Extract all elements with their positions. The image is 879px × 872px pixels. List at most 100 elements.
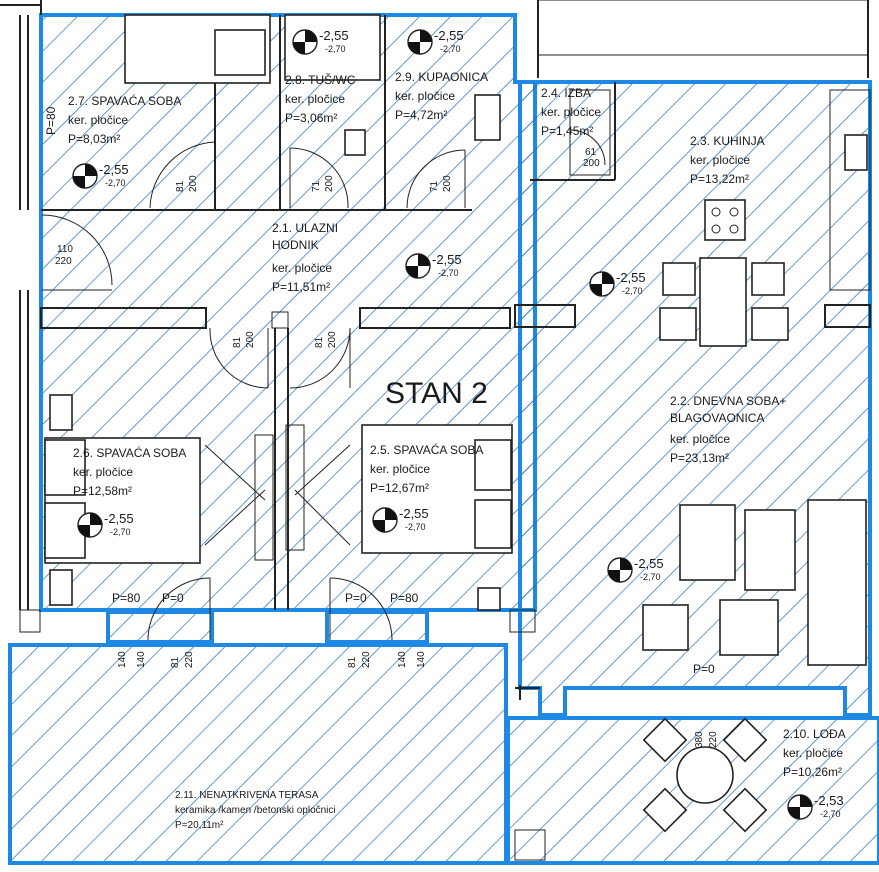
room-2-2-name: 2.2. DNEVNA SOBA+ BLAGOVAONICA bbox=[670, 394, 790, 425]
loggia-table bbox=[676, 746, 734, 804]
room-2-6-name: 2.6. SPAVAĆA SOBA bbox=[73, 445, 186, 460]
elevation-value: -2,53 bbox=[814, 793, 844, 808]
room-2-2-name-line2: BLAGOVAONICA bbox=[670, 411, 764, 425]
dim-height: 220 bbox=[361, 651, 372, 668]
elevation-marker-2-9: -2,55 -2,70 bbox=[407, 28, 464, 55]
elevation-sub-value: -2,70 bbox=[105, 178, 126, 188]
dim-width: 81 bbox=[314, 336, 325, 348]
elevation-marker-2-2-upper: -2,55 -2,70 bbox=[589, 270, 646, 297]
room-2-3-name: 2.3. KUHINJA bbox=[690, 134, 765, 148]
cooktop bbox=[704, 199, 746, 241]
dim-height: 200 bbox=[245, 331, 256, 348]
room-2-8-name: 2.8. TUŠ/WC bbox=[285, 72, 356, 87]
room-2-3-area: P=13,22m² bbox=[690, 172, 749, 186]
elevation-sub-value: -2,70 bbox=[110, 527, 131, 537]
dining-table bbox=[699, 257, 747, 347]
room-2-9-name: 2.9. KUPAONICA bbox=[395, 70, 488, 84]
room-2-2-finish: ker. pločice bbox=[670, 432, 730, 446]
room-2-9-finish: ker. pločice bbox=[395, 89, 455, 103]
room-2-7-name: 2.7. SPAVAĆA SOBA bbox=[68, 93, 181, 108]
door-opening-left bbox=[106, 610, 214, 644]
elevation-marker-2-6: -2,55 -2,70 bbox=[77, 511, 134, 538]
dim-height: 200 bbox=[442, 175, 453, 192]
room-2-3-finish: ker. pločice bbox=[690, 153, 750, 167]
dim-width: 71 bbox=[429, 180, 440, 192]
dim-width: 380 bbox=[694, 731, 705, 748]
dim-height: 200 bbox=[583, 158, 600, 169]
elevation-sub-value: -2,70 bbox=[440, 44, 461, 54]
dim-width: 81 bbox=[175, 180, 186, 192]
dim-width: 140 bbox=[117, 651, 128, 668]
elevation-sub-value: -2,70 bbox=[820, 809, 841, 819]
elevation-sub-value: -2,70 bbox=[438, 268, 459, 278]
room-2-5-name: 2.5. SPAVAĆA SOBA bbox=[370, 442, 483, 457]
sofa bbox=[807, 499, 867, 666]
room-2-1-name: 2.1. ULAZNI HODNIK bbox=[272, 221, 341, 252]
elevation-value: -2,55 bbox=[634, 556, 664, 571]
elevation-value: -2,55 bbox=[99, 162, 129, 177]
apartment-title: STAN 2 bbox=[385, 377, 488, 410]
room-2-8-finish: ker. pločice bbox=[285, 92, 345, 106]
room-2-8-area: P=3,06m² bbox=[285, 111, 337, 125]
room-2-10-area: P=10,26m² bbox=[783, 765, 842, 779]
dim-width: 71 bbox=[311, 180, 322, 192]
dim-width: 140 bbox=[136, 651, 147, 668]
elevation-markers: -2,55 -2,70 -2,55 -2,70 -2,55 -2,70 -2,5… bbox=[72, 28, 844, 820]
sill-height-label: P=80 bbox=[44, 106, 58, 135]
dim-height: 220 bbox=[708, 731, 719, 748]
room-2-4-area: P=1,45m² bbox=[541, 124, 593, 138]
room-2-1-name-line2: HODNIK bbox=[272, 238, 319, 252]
elevation-sub-value: -2,70 bbox=[640, 572, 661, 582]
room-2-9-area: P=4,72m² bbox=[395, 108, 447, 122]
room-2-4-finish: ker. pločice bbox=[541, 105, 601, 119]
dim-width: 61 bbox=[585, 147, 597, 158]
sill-height-label: P=80 bbox=[390, 591, 419, 605]
door-opening-right bbox=[325, 610, 429, 644]
elevation-value: -2,55 bbox=[616, 270, 646, 285]
elevation-marker-2-5: -2,55 -2,70 bbox=[372, 506, 429, 533]
dim-height: 220 bbox=[184, 651, 195, 668]
elevation-marker-2-2-lower: -2,55 -2,70 bbox=[607, 556, 664, 583]
room-2-4-name: 2.4. IZBA bbox=[541, 86, 591, 100]
room-2-5-finish: ker. pločice bbox=[370, 462, 430, 476]
elevation-value: -2,55 bbox=[434, 28, 464, 43]
room-2-6-finish: ker. pločice bbox=[73, 465, 133, 479]
room-2-2-name-line1: 2.2. DNEVNA SOBA+ bbox=[670, 394, 786, 408]
elevation-value: -2,55 bbox=[399, 506, 429, 521]
dim-width: 81 bbox=[347, 656, 358, 668]
room-2-1-finish: ker. pločice bbox=[272, 261, 332, 275]
room-2-6-area: P=12,58m² bbox=[73, 484, 132, 498]
room-2-2-area: P=23,13m² bbox=[670, 451, 729, 465]
elevation-value: -2,55 bbox=[104, 511, 134, 526]
elevation-value: -2,55 bbox=[432, 252, 462, 267]
sill-height-label: P=0 bbox=[345, 591, 367, 605]
room-2-11-name: 2.11. NENATKRIVENA TERASA bbox=[175, 790, 319, 801]
dim-width: 140 bbox=[397, 651, 408, 668]
room-outline-terrace bbox=[8, 643, 508, 865]
elevation-sub-value: -2,70 bbox=[325, 44, 346, 54]
room-2-11-finish: keramika /kamen /betonski opločnici bbox=[175, 805, 336, 816]
elevation-marker-2-8: -2,55 -2,70 bbox=[292, 28, 349, 55]
elevation-marker-2-10: -2,53 -2,70 bbox=[787, 793, 844, 820]
doors bbox=[41, 129, 606, 641]
elevation-value: -2,55 bbox=[319, 28, 349, 43]
sill-height-label: P=0 bbox=[693, 662, 715, 676]
room-2-7-area: P=8,03m² bbox=[68, 132, 120, 146]
dimension-labels: 81 200 71 200 71 200 61 200 110 220 81 2… bbox=[44, 106, 719, 748]
furniture bbox=[44, 14, 871, 833]
sill-height-label: P=80 bbox=[112, 591, 141, 605]
dim-width: 81 bbox=[170, 656, 181, 668]
room-2-1-name-line1: 2.1. ULAZNI bbox=[272, 221, 338, 235]
dim-height: 220 bbox=[55, 256, 72, 267]
room-2-10-name: 2.10. LOĐA bbox=[783, 727, 846, 741]
dim-width: 110 bbox=[57, 244, 73, 255]
dim-width: 140 bbox=[416, 651, 427, 668]
dim-height: 200 bbox=[327, 331, 338, 348]
sill-height-label: P=0 bbox=[162, 591, 184, 605]
dim-width: 81 bbox=[232, 336, 243, 348]
room-2-1-area: P=11,51m² bbox=[272, 280, 330, 294]
room-2-10-finish: ker. pločice bbox=[783, 746, 843, 760]
room-2-7-finish: ker. pločice bbox=[68, 113, 128, 127]
elevation-marker-2-7: -2,55 -2,70 bbox=[72, 162, 129, 189]
